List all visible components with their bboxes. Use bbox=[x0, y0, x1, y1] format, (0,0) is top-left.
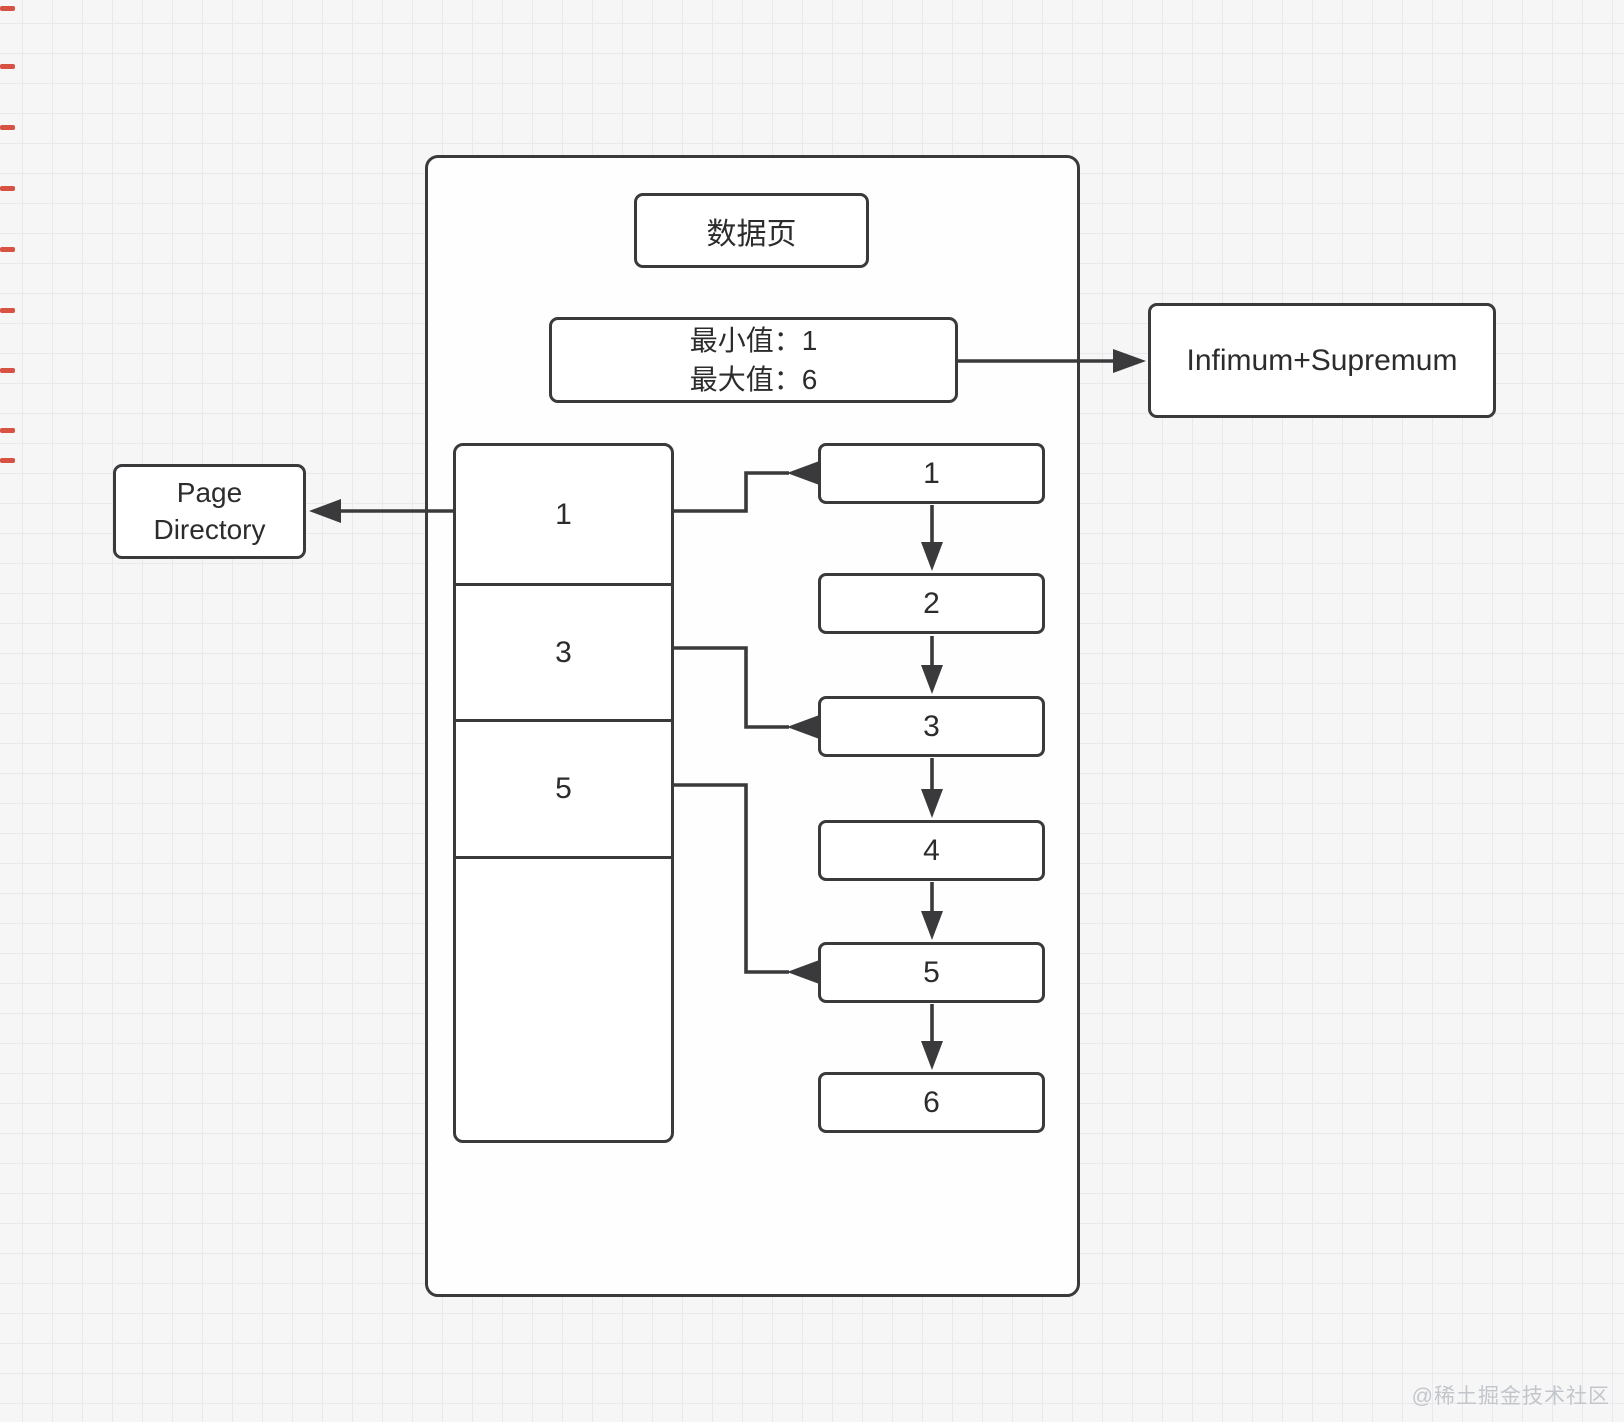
page-directory-label-line2: Directory bbox=[153, 513, 266, 545]
directory-slot-label: 5 bbox=[555, 772, 572, 805]
infimum-supremum-box: Infimum+Supremum bbox=[1148, 303, 1496, 418]
red-edge-mark bbox=[0, 308, 15, 313]
minmax-box: 最小值：1 最大值：6 bbox=[549, 317, 958, 403]
arrowhead-infimum bbox=[1113, 349, 1146, 373]
directory-slot-column: 1 3 5 bbox=[453, 443, 674, 1143]
data-page-title-box: 数据页 bbox=[634, 193, 869, 268]
infimum-supremum-label: Infimum+Supremum bbox=[1186, 343, 1458, 377]
directory-slot-label: 3 bbox=[555, 635, 572, 669]
watermark: @稀土掘金技术社区 bbox=[1411, 1385, 1610, 1408]
record-label: 2 bbox=[923, 586, 940, 620]
directory-slot: 1 bbox=[456, 446, 671, 583]
red-edge-mark bbox=[0, 458, 15, 463]
page-directory-label-line1: Page bbox=[176, 476, 243, 508]
red-edge-mark bbox=[0, 125, 15, 130]
record-label: 6 bbox=[923, 1085, 940, 1119]
red-edge-mark bbox=[0, 186, 15, 191]
max-value-label: 最大值：6 bbox=[689, 364, 818, 395]
arrowhead-page-directory bbox=[309, 499, 341, 523]
min-value-label: 最小值：1 bbox=[689, 324, 818, 356]
record-box: 5 bbox=[818, 942, 1045, 1003]
record-label: 5 bbox=[923, 955, 940, 989]
record-box: 3 bbox=[818, 696, 1045, 757]
record-box: 4 bbox=[818, 820, 1045, 881]
record-box: 6 bbox=[818, 1072, 1045, 1133]
record-box: 1 bbox=[818, 443, 1045, 504]
record-label: 4 bbox=[923, 833, 940, 867]
red-edge-mark bbox=[0, 247, 15, 252]
data-page-title-label: 数据页 bbox=[706, 217, 797, 251]
red-edge-mark bbox=[0, 64, 15, 69]
red-edge-mark bbox=[0, 368, 15, 373]
directory-slot-label: 1 bbox=[555, 497, 572, 531]
red-edge-mark bbox=[0, 428, 15, 433]
record-label: 1 bbox=[923, 456, 940, 490]
directory-slot: 3 bbox=[456, 583, 671, 719]
page-directory-box: Page Directory bbox=[113, 464, 306, 559]
red-edge-mark bbox=[0, 6, 15, 11]
record-label: 3 bbox=[923, 709, 940, 743]
record-box: 2 bbox=[818, 573, 1045, 634]
directory-slot-empty bbox=[456, 856, 671, 1140]
directory-slot: 5 bbox=[456, 719, 671, 856]
